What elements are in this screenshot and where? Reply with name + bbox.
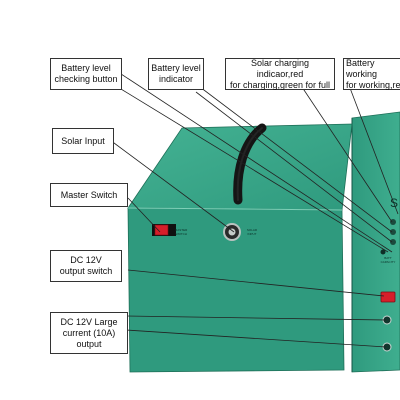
- callout-battery-indicator: Battery level indicator: [148, 58, 204, 90]
- panel-letter: S: [390, 196, 399, 210]
- leader-solar-indicator: [299, 83, 393, 223]
- leader-battery-working: [349, 87, 399, 215]
- leader-battery-check-2: [115, 85, 389, 253]
- leader-solar-input: [109, 139, 235, 233]
- dc-switch-icon: [380, 291, 396, 303]
- led-2-icon: [390, 229, 396, 235]
- solar-input-print: SOLAR INPUT: [246, 228, 258, 236]
- callout-master-switch: Master Switch: [50, 183, 128, 207]
- callout-dc-switch: DC 12V output switch: [50, 250, 122, 282]
- callout-solar-indicator: Solar charging indicaor,red for charging…: [225, 58, 335, 90]
- master-switch-icon: [154, 224, 169, 236]
- leader-battery-indicator: [195, 83, 393, 233]
- leader-master-switch: [127, 197, 161, 233]
- callout-battery-working: Battery working for working,re: [343, 58, 400, 90]
- leader-battery-check: [117, 71, 393, 253]
- leader-dc-large: [125, 315, 387, 321]
- leader-battery-indicator-2: [195, 91, 393, 243]
- battery-check-button-icon: [380, 249, 386, 255]
- led-1-icon: [390, 219, 396, 225]
- batt-capacity-print: BATT CAPACITY: [380, 256, 396, 264]
- main-unit: [127, 123, 353, 373]
- leader-lines: [109, 71, 399, 348]
- callout-battery-check: Battery level checking button: [50, 58, 122, 90]
- right-unit: [351, 111, 400, 373]
- master-switch-print: MASTER SWITCH: [174, 228, 188, 236]
- led-3-icon: [390, 239, 396, 245]
- leader-dc-switch: [127, 269, 385, 297]
- callout-solar-input: Solar Input: [52, 128, 114, 154]
- callout-dc-large: DC 12V Large current (10A) output: [50, 312, 128, 354]
- leader-dc-large-2: [125, 329, 387, 348]
